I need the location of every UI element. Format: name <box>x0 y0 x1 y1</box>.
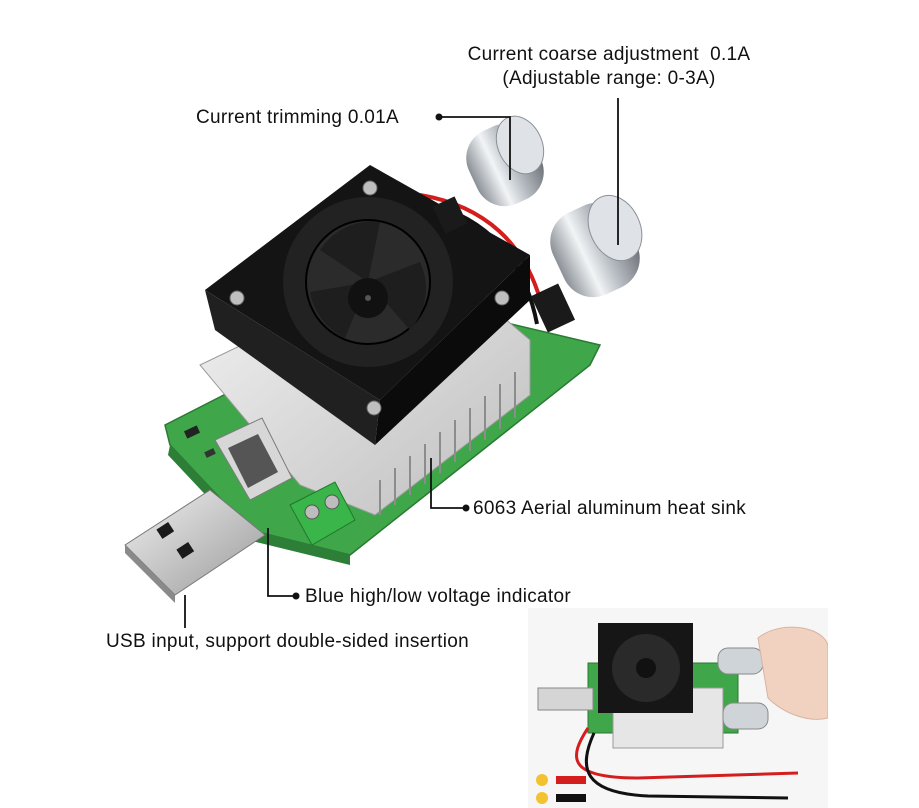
heat-sink-label: 6063 Aerial aluminum heat sink <box>473 498 747 519</box>
fan-icon <box>305 219 431 345</box>
usb-input-label: USB input, support double-sided insertio… <box>106 631 469 652</box>
voltage-indicator-label: Blue high/low voltage indicator <box>305 586 571 607</box>
usage-inset-illustration <box>536 623 828 804</box>
annotation-dots <box>292 113 470 600</box>
usage-inset-photo <box>528 608 828 808</box>
coarse-adjustment-line2: (Adjustable range: 0-3A) <box>502 68 716 89</box>
usb-female-port <box>214 417 293 501</box>
knob-icon <box>466 115 545 207</box>
terminal-block-icon <box>289 481 356 546</box>
potentiometer-body <box>530 283 576 333</box>
annotation-leaders <box>184 98 619 628</box>
usb-plug-icon <box>124 489 266 603</box>
potentiometer-body <box>432 196 468 234</box>
coarse-adjustment-label: Current coarse adjustment 0.1A (Adjustab… <box>444 43 774 91</box>
coarse-adjustment-line1: Current coarse adjustment 0.1A <box>467 44 751 65</box>
current-trimming-label: Current trimming 0.01A <box>196 107 400 128</box>
